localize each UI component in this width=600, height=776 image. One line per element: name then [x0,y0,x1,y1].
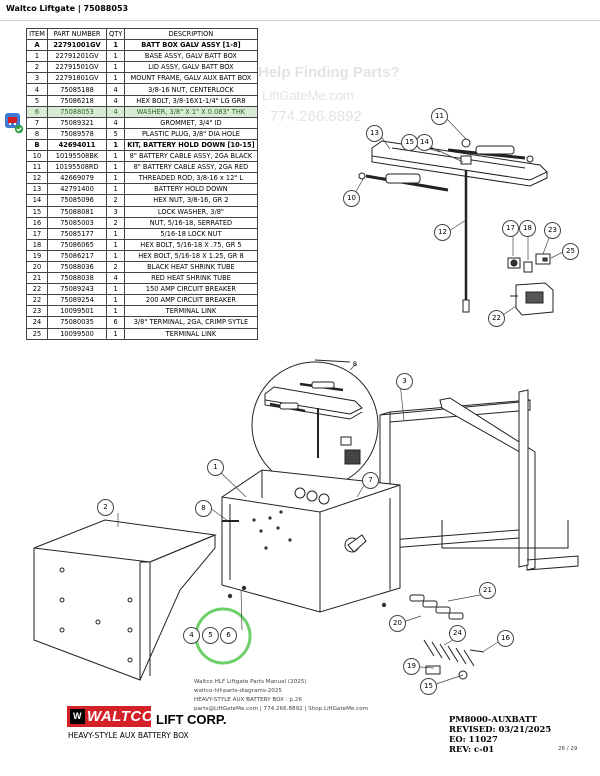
callout-11: 11 [431,108,448,125]
callout-16: 16 [497,630,514,647]
brand-corp: LIFT CORP. [156,712,227,727]
waltco-logo-text: WALTCO [87,708,154,725]
callout-7: 7 [362,472,379,489]
document-title: Waltco Liftgate | 75088053 [6,4,129,13]
description-cell: LID ASSY, GALV BATT BOX [124,61,258,74]
callout-2: 2 [97,499,114,516]
part-number-cell: 75085188 [47,83,107,96]
cart-marker-icon[interactable] [4,112,24,134]
viewer-header: Waltco Liftgate | 75088053 [0,0,600,21]
qty-cell: 1 [105,72,126,85]
watermark-line-1: Help Finding Parts? [258,64,400,81]
description-cell: GROMMET, 3/4" ID [124,116,258,129]
watermark-line-3: 774.266.8892 [270,108,362,125]
revision: REV: c-01 [449,744,495,754]
heat-shrink-tubes [409,594,464,620]
callout-15-bottom: 15 [420,678,437,695]
callout-13: 13 [366,125,383,142]
waltco-logo-mark: W [70,709,85,724]
battery-cable-black [358,172,449,192]
callout-21: 21 [479,582,496,599]
callout-8: 8 [195,500,212,517]
callout-14: 14 [416,134,433,151]
item-cell: 5 [26,94,48,107]
callout-18: 18 [519,220,536,237]
callout-19: 19 [403,658,420,675]
footer-line-1: Waltco HLF Liftgate Parts Manual (2025) [194,679,307,685]
description-cell: HEX BOLT, 3/8-16X1-1/4" LG GR8 [124,94,258,107]
qty-cell: 4 [105,105,126,118]
description-cell: TERMINAL LINK [124,327,258,340]
part-number-cell: 22791801GV [47,72,107,85]
qty-cell: 4 [105,83,126,96]
model-number: PM8000-AUXBATT [449,714,537,724]
description-cell: 3/8-16 NUT, CENTERLOCK [124,83,258,96]
callout-24: 24 [449,625,466,642]
crimp-terminals [423,639,475,667]
item-cell: 7 [26,116,48,129]
callout-23: 23 [544,222,561,239]
footer-line-4[interactable]: parts@LiftGateMe.com | 774.266.8892 | Sh… [194,706,369,712]
qty-cell: 1 [105,238,126,251]
callout-22: 22 [488,310,505,327]
page-number: 26 / 29 [558,746,578,752]
callout-3: 3 [396,373,413,390]
drawing-title: HEAVY-STYLE AUX BATTERY BOX [68,731,189,740]
callout-10: 10 [343,190,360,207]
eo-number: EO: 11027 [449,734,498,744]
qty-cell: 4 [105,94,126,107]
callout-5: 5 [202,627,219,644]
detail-label: B [353,361,358,368]
part-number-cell: 10099500 [47,327,107,340]
qty-cell: 1 [105,327,126,340]
footer-line-3: HEAVY-STYLE AUX BATTERY BOX : p.26 [194,697,302,703]
callout-12: 12 [434,224,451,241]
qty-cell: 1 [105,249,126,262]
qty-cell: 1 [105,61,126,74]
callout-15-top: 15 [401,134,418,151]
part-number-cell: 75086218 [47,94,107,107]
footer-line-2: waltco-hlf-parts-diagrams-2025 [194,688,282,694]
qty-cell: 4 [105,116,126,129]
callout-25: 25 [562,243,579,260]
callout-6: 6 [220,627,237,644]
battery-cable-red [447,145,534,163]
watermark-line-2: LiftGateMe.com [262,88,354,103]
item-cell: 6 [26,105,48,118]
callout-1: 1 [207,459,224,476]
qty-cell: 1 [105,150,126,163]
part-number-cell: 75088053 [47,105,107,118]
callout-17: 17 [502,220,519,237]
revised-date: REVISED: 03/21/2025 [449,724,552,734]
description-cell: MOUNT FRAME, GALV AUX BATT BOX [124,72,258,85]
description-cell: WASHER, 3/8" X 1" X 0.083" THK [124,105,258,118]
callout-20: 20 [389,615,406,632]
callout-4: 4 [183,627,200,644]
waltco-logo: W WALTCO [67,706,154,727]
